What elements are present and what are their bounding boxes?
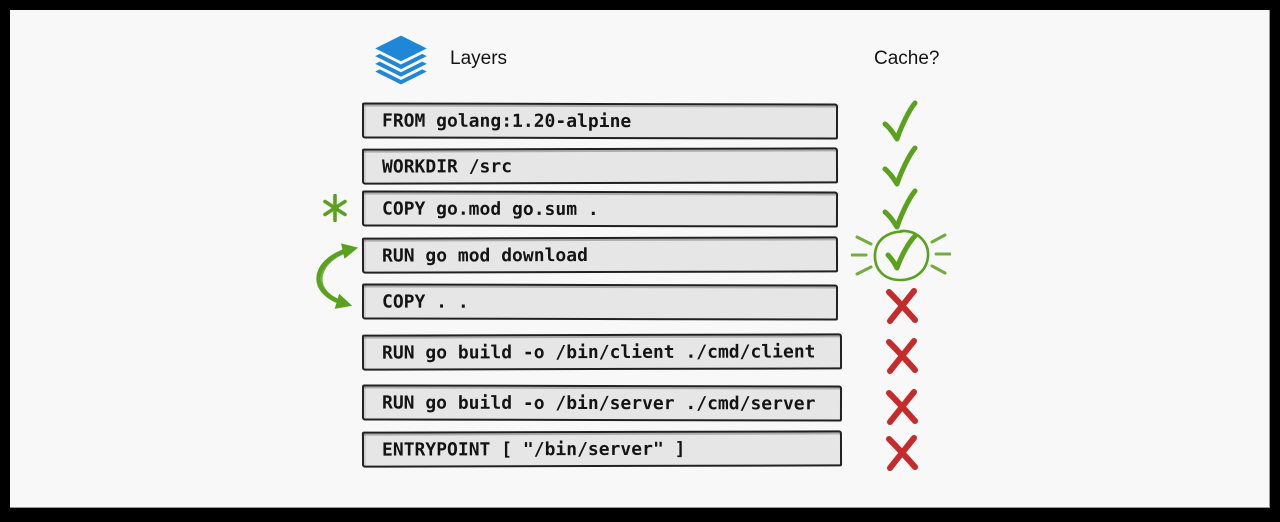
cache-check-icon bbox=[882, 145, 918, 187]
layer-box: FROM golang:1.20-alpine bbox=[361, 102, 839, 140]
layer-row: RUN go build -o /bin/client ./cmd/client bbox=[361, 333, 972, 374]
layer-box: COPY . . bbox=[361, 283, 839, 321]
cache-check-circled-icon bbox=[851, 229, 951, 282]
command-text: RUN go build -o /bin/server ./cmd/server bbox=[381, 392, 816, 415]
command-text: RUN go build -o /bin/client ./cmd/client bbox=[381, 341, 816, 364]
layer-row: FROM golang:1.20-alpine bbox=[361, 100, 972, 142]
command-text: WORKDIR /src bbox=[381, 156, 513, 178]
layer-box: COPY go.mod go.sum . bbox=[361, 190, 839, 228]
layer-box: RUN go build -o /bin/client ./cmd/client bbox=[361, 333, 843, 371]
layer-box: RUN go build -o /bin/server ./cmd/server bbox=[361, 384, 843, 422]
swap-arrow-icon bbox=[316, 243, 358, 309]
layer-row: COPY . . bbox=[361, 283, 972, 324]
layer-row: COPY go.mod go.sum . bbox=[361, 188, 972, 230]
command-text: RUN go mod download bbox=[381, 245, 588, 267]
layer-box: WORKDIR /src bbox=[361, 147, 839, 185]
diagram-canvas: Layers Cache? FROM golang:1.20-alpine WO… bbox=[10, 10, 1270, 508]
command-text: COPY . . bbox=[381, 291, 469, 313]
cache-cross-icon bbox=[886, 389, 918, 425]
layers-icon bbox=[370, 32, 432, 88]
cache-cross-icon bbox=[886, 288, 918, 324]
layer-box: ENTRYPOINT [ "/bin/server" ] bbox=[361, 430, 843, 468]
layer-row: RUN go mod download bbox=[361, 229, 972, 282]
asterisk-icon bbox=[323, 194, 347, 222]
cache-heading: Cache? bbox=[874, 48, 940, 69]
layers-heading: Layers bbox=[450, 48, 508, 69]
command-text: FROM golang:1.20-alpine bbox=[381, 110, 632, 133]
command-text: COPY go.mod go.sum . bbox=[381, 198, 599, 220]
layer-box: RUN go mod download bbox=[361, 236, 839, 274]
cache-cross-icon bbox=[886, 338, 918, 374]
cache-check-icon bbox=[882, 188, 918, 230]
layer-row: RUN go build -o /bin/server ./cmd/server bbox=[361, 384, 972, 425]
layer-row: WORKDIR /src bbox=[361, 145, 972, 187]
layer-row: ENTRYPOINT [ "/bin/server" ] bbox=[361, 430, 972, 471]
cache-cross-icon bbox=[886, 435, 918, 471]
command-text: ENTRYPOINT [ "/bin/server" ] bbox=[381, 438, 686, 461]
cache-check-icon bbox=[882, 100, 918, 142]
